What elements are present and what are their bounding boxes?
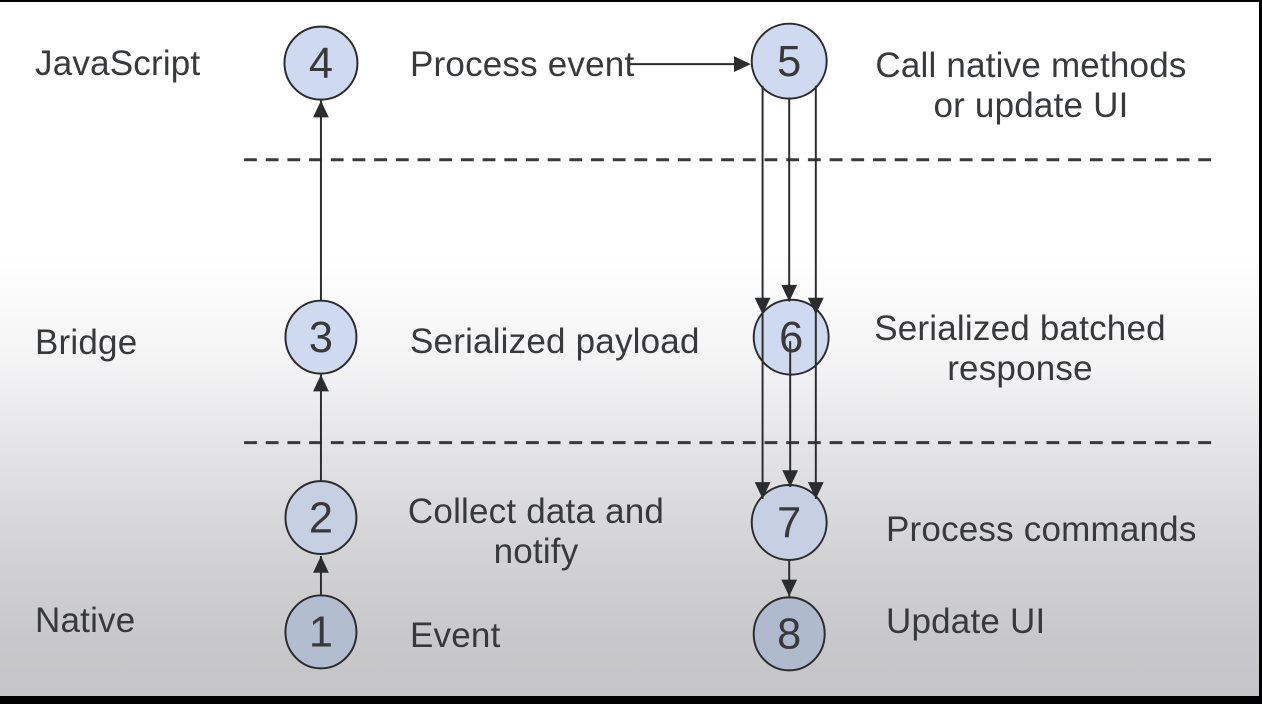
- node-number-1: 1: [309, 609, 333, 657]
- node-number-4: 4: [309, 40, 333, 88]
- arrow-process-event-to-5-head: [733, 56, 751, 72]
- node-number-8: 8: [777, 611, 801, 659]
- node-number-2: 2: [309, 494, 333, 542]
- node-number-7: 7: [777, 499, 801, 547]
- node-number-3: 3: [309, 314, 333, 362]
- node-number-6: 6: [779, 314, 803, 362]
- arrow-7-to-8-head-0: [781, 579, 798, 597]
- arrow-5-to-7-left-head-0: [754, 297, 771, 315]
- arrow-2-to-3-head-0: [313, 374, 329, 392]
- arrow-5-to-7-right-head-1: [807, 482, 824, 499]
- arrow-5-to-7-right-head-0: [807, 297, 824, 315]
- arrow-5-to-6-middle-head-0: [781, 284, 798, 302]
- node-circle-8: [752, 596, 826, 672]
- arrow-6-to-7-middle-head-0: [782, 470, 799, 488]
- arrow-1-to-2-head-0: [313, 556, 329, 573]
- node-circle-4: [283, 25, 359, 101]
- arrow-5-to-7-left-head-1: [754, 482, 771, 499]
- arrow-3-to-4-head-0: [313, 100, 329, 118]
- node-number-5: 5: [777, 38, 801, 86]
